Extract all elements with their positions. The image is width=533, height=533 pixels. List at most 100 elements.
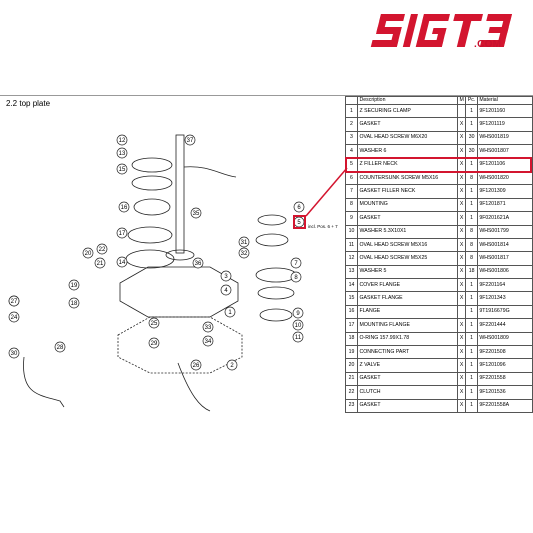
row-material: 9F1201160 [476, 103, 533, 119]
callout-34[interactable]: 34 [202, 335, 214, 347]
callout-17[interactable]: 17 [116, 227, 128, 239]
row-m: X [456, 398, 467, 413]
row-material: WHS001817 [476, 251, 533, 266]
callout-32[interactable]: 32 [238, 247, 250, 259]
row-material: 9F2201558A [476, 398, 533, 413]
callout-circle [118, 201, 130, 213]
row-pcs: 30 [465, 130, 478, 146]
callout-25[interactable]: 25 [148, 317, 160, 329]
callout-24[interactable]: 24 [8, 311, 20, 323]
callout-16[interactable]: 16 [118, 201, 130, 213]
callout-circle [116, 227, 128, 239]
callout-circle [8, 311, 20, 323]
callout-label: 20 [85, 251, 92, 257]
callout-label: 17 [119, 231, 126, 237]
callout-circle [238, 236, 250, 248]
callout-28[interactable]: 28 [54, 341, 66, 353]
callout-3[interactable]: 3 [220, 270, 232, 282]
wire-lower [177, 362, 211, 412]
row-pos: 22 [345, 385, 358, 400]
row-description: GASKET [357, 371, 458, 387]
row-pcs: 1 [465, 358, 478, 373]
row-pos: 16 [345, 304, 358, 320]
callout-20[interactable]: 20 [82, 247, 94, 259]
row-pcs: 1 [465, 291, 478, 306]
logo-domain-suffix: .COM [474, 39, 502, 50]
gasket-outline [117, 316, 243, 374]
callout-26[interactable]: 26 [190, 359, 202, 371]
callout-29[interactable]: 29 [148, 337, 160, 349]
callout-21[interactable]: 21 [94, 257, 106, 269]
row-description: OVAL HEAD SCREW M6X20 [357, 130, 458, 146]
callout-11[interactable]: 11 [292, 331, 304, 343]
callout-13[interactable]: 13 [116, 147, 128, 159]
row-m: X [456, 358, 467, 373]
callout-30[interactable]: 30 [8, 347, 20, 359]
callout-8[interactable]: 8 [290, 271, 302, 283]
callout-36[interactable]: 36 [192, 257, 204, 269]
callout-1[interactable]: 1 [224, 306, 236, 318]
row-description: COUNTERSUNK SCREW M5X16 [357, 170, 458, 186]
callout-18[interactable]: 18 [68, 297, 80, 309]
row-pcs: 1 [465, 304, 478, 320]
row-m: X [456, 117, 467, 132]
callout-6[interactable]: 6 [293, 201, 305, 213]
callout-9[interactable]: 9 [292, 307, 304, 319]
row-pos: 11 [345, 237, 358, 253]
row-m [456, 304, 467, 320]
callout-label: 30 [11, 351, 18, 357]
row-pos: 1 [345, 103, 358, 119]
callout-circle [54, 341, 66, 353]
callout-circle [82, 247, 94, 259]
callout-7[interactable]: 7 [290, 257, 302, 269]
callout-circle [184, 134, 196, 146]
diagram-drawing [23, 134, 297, 412]
callout-27[interactable]: 27 [8, 295, 20, 307]
row-m: X [456, 197, 467, 213]
callout-10[interactable]: 10 [292, 319, 304, 331]
callout-35[interactable]: 35 [190, 207, 202, 219]
row-pcs: 1 [465, 318, 478, 333]
callout-2[interactable]: 2 [226, 359, 238, 371]
callout-19[interactable]: 19 [68, 279, 80, 291]
row-material: 9F2201164 [476, 278, 533, 293]
callout-4[interactable]: 4 [220, 284, 232, 296]
callout-label: 19 [71, 283, 78, 289]
callout-33[interactable]: 33 [202, 321, 214, 333]
row-pos: 18 [345, 331, 358, 347]
callout-22[interactable]: 22 [96, 243, 108, 255]
callout-label: 18 [71, 301, 78, 307]
callout-14[interactable]: 14 [116, 256, 128, 268]
callout-note: incl. Pos. 6 + 7 [308, 224, 338, 229]
callout-15[interactable]: 15 [116, 163, 128, 175]
callout-12[interactable]: 12 [116, 134, 128, 146]
callout-31[interactable]: 31 [238, 236, 250, 248]
row-m: X [456, 264, 467, 280]
row-pos: 21 [345, 371, 358, 387]
flange-18 [125, 249, 175, 269]
callout-label: 25 [151, 321, 158, 327]
callout-37[interactable]: 37 [184, 134, 196, 146]
